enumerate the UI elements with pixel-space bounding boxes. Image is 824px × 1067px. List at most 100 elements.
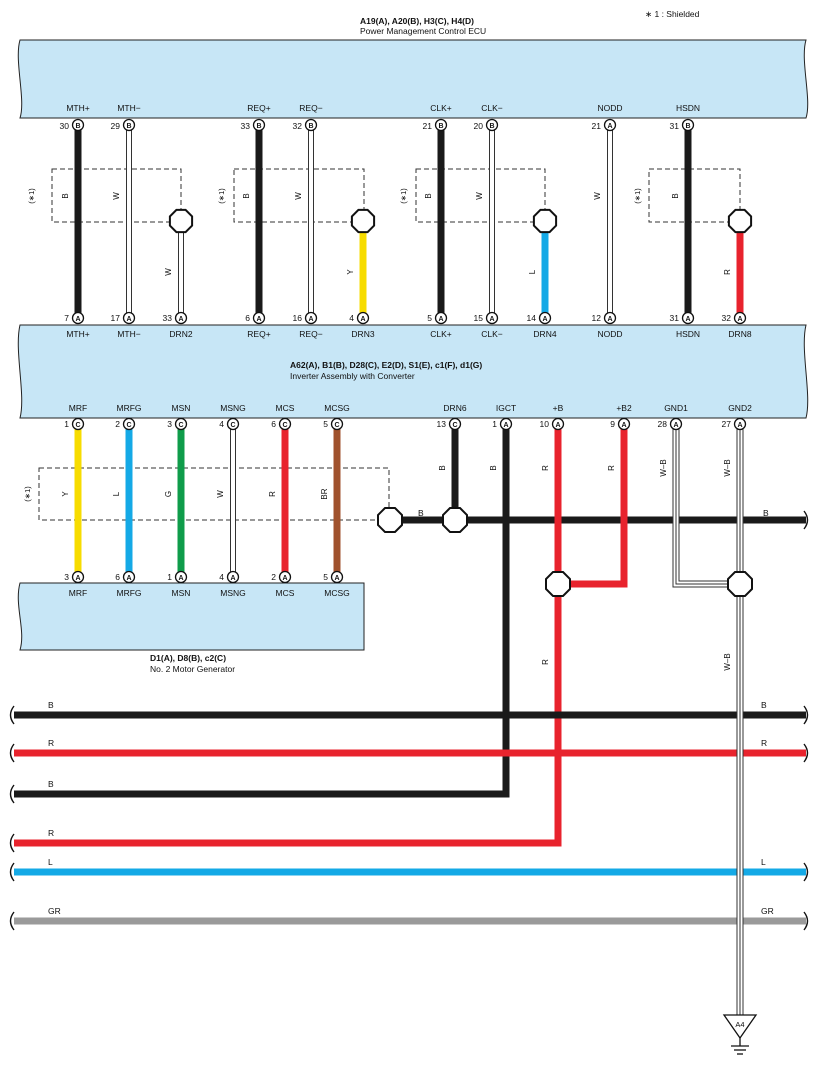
wire-code-drain-bus: B [418, 508, 424, 518]
motor-pin-label-MSNG: MSNG [220, 588, 246, 598]
plus-b-splice [545, 571, 571, 597]
motor-pin-conn: A [282, 575, 287, 582]
inverter-bottom-pin-conn: C [282, 422, 287, 429]
inverter-bottom-pin-ring [499, 417, 513, 431]
inverter-bottom-pin-ring [71, 417, 85, 431]
motor-pin-conn: A [230, 575, 235, 582]
inverter-bottom-pin-ring [617, 417, 631, 431]
ecu-pin-conn: B [75, 123, 80, 130]
inverter-bottom-pin-label-IGCT: IGCT [496, 403, 516, 413]
motor-pin-label-MSN: MSN [172, 588, 191, 598]
inverter-top-pin-label-REQ−: REQ− [299, 329, 322, 339]
ecu-pin-ring [252, 118, 266, 132]
shielded-note: ∗ 1 : Shielded [645, 9, 700, 19]
motor-pin-label-MRF: MRF [69, 588, 87, 598]
inverter-top-pin-number: 6 [245, 313, 250, 323]
inverter-bottom-pin-number: 27 [722, 419, 732, 429]
inverter-bottom-pin-ring [733, 417, 747, 431]
motor-pin-ring [174, 570, 188, 584]
inverter-top-pin-conn: A [489, 316, 494, 323]
motor-pin-conn: A [126, 575, 131, 582]
inverter-bottom-pin-ring [226, 417, 240, 431]
inverter-codes: A62(A), B1(B), D28(C), E2(D), S1(E), c1(… [290, 360, 482, 370]
inverter-top-pin-label-DRN3: DRN3 [351, 329, 374, 339]
inverter-top-pin-conn: A [607, 316, 612, 323]
harness-code-right: B [761, 700, 767, 710]
inverter-bottom-pin-label-+B2: +B2 [616, 403, 632, 413]
inverter-bottom-pin-label-MSNG: MSNG [220, 403, 246, 413]
inverter-bottom-pin-number: 6 [271, 419, 276, 429]
shield-splice [168, 208, 194, 234]
motor-pin-conn: A [178, 575, 183, 582]
harness-code-right: L [761, 857, 766, 867]
wire-code-top: W [593, 192, 602, 200]
wire-code-drn6: B [438, 465, 447, 470]
harness-code-left: R [48, 738, 54, 748]
igct-wire [14, 424, 510, 798]
inverter-bottom-pin-conn: C [230, 422, 235, 429]
shield-label: (∗1) [23, 486, 32, 502]
ecu-pin-number: 30 [60, 121, 70, 131]
shield-box-motor [38, 467, 390, 521]
ecu-pin-conn: B [256, 123, 261, 130]
harness-end-right [803, 510, 809, 530]
ecu-pin-number: 33 [241, 121, 251, 131]
inverter-bottom-pin-conn: A [621, 422, 626, 429]
wire-code-top: B [671, 193, 680, 198]
inverter-top-pin-label-MTH+: MTH+ [66, 329, 89, 339]
wire-code-lower: BR [320, 488, 329, 499]
motor-codes: D1(A), D8(B), c2(C) [150, 653, 226, 663]
ecu-pin-conn: B [438, 123, 443, 130]
inverter-bottom-pin-conn: C [178, 422, 183, 429]
inverter-top-pin-conn: A [685, 316, 690, 323]
wires [14, 129, 806, 1015]
inverter-top-pin-number: 16 [293, 313, 303, 323]
motor-pin-number: 4 [219, 572, 224, 582]
harness-code-left: L [48, 857, 53, 867]
ground-point-label: A4 [735, 1020, 744, 1029]
motor-pin-label-MCS: MCS [276, 588, 295, 598]
wire-code-top: W [294, 192, 303, 200]
inverter-top-pin-conn: A [308, 316, 313, 323]
inverter-top-pin-number: 5 [427, 313, 432, 323]
inverter-bottom-pin-label-GND1: GND1 [664, 403, 688, 413]
inverter-bottom-pin-number: 5 [323, 419, 328, 429]
ecu-pin-label-HSDN: HSDN [676, 103, 700, 113]
ground-splice [727, 571, 753, 597]
inverter-bottom-pin-ring [448, 417, 462, 431]
shield-box-clk [415, 168, 546, 223]
inverter-bottom-pin-ring [122, 417, 136, 431]
motor-box [17, 582, 365, 651]
inverter-bottom-pin-ring [278, 417, 292, 431]
wire-code-lower: W [216, 490, 225, 498]
inverter-top-pin-ring [603, 311, 617, 325]
harness-code-right: R [761, 738, 767, 748]
motor-pin-number: 1 [167, 572, 172, 582]
inverter-bottom-pin-number: 4 [219, 419, 224, 429]
motor-pin-number: 3 [64, 572, 69, 582]
inverter-top-pin-label-REQ+: REQ+ [247, 329, 270, 339]
inverter-top-pin-conn: A [360, 316, 365, 323]
motor-pin-number: 5 [323, 572, 328, 582]
shield-splice [532, 208, 558, 234]
ecu-pin-number: 20 [474, 121, 484, 131]
shield-box-req [233, 168, 365, 223]
ecu-pin-conn: B [489, 123, 494, 130]
ecu-pin-label-CLK+: CLK+ [430, 103, 452, 113]
inverter-top-pin-label-CLK+: CLK+ [430, 329, 452, 339]
shield-label: (∗1) [399, 188, 408, 204]
shield-splice-motor [377, 507, 403, 533]
motor-pin-ring [71, 570, 85, 584]
harness-end-left [9, 784, 15, 804]
ecu-name: Power Management Control ECU [360, 26, 486, 36]
inverter-top-pin-conn: A [126, 316, 131, 323]
inverter-top-pin-number: 15 [474, 313, 484, 323]
ecu-pin-number: 29 [111, 121, 121, 131]
wire-code-plus-b2: R [607, 465, 616, 471]
inverter-bottom-pin-ring [669, 417, 683, 431]
motor-pin-conn: A [75, 575, 80, 582]
gnd1-wire [672, 424, 740, 588]
inverter-top-pin-conn: A [178, 316, 183, 323]
inverter-bottom-pin-conn: A [503, 422, 508, 429]
harness-end-right [803, 911, 809, 931]
